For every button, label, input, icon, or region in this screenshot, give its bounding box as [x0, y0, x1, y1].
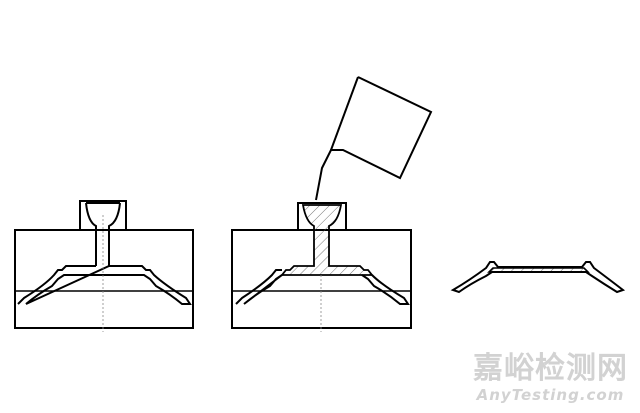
ladle-lip — [330, 76, 359, 151]
mold-empty — [14, 200, 194, 332]
molten-metal — [280, 204, 374, 276]
watermark-english: AnyTesting.com — [476, 386, 625, 404]
watermark: 嘉峪检测网 AnyTesting.com — [473, 351, 628, 405]
casting-cavity-sides — [235, 269, 410, 305]
mold-box — [14, 229, 194, 329]
casting-outline — [450, 261, 626, 294]
sprue-channel — [85, 202, 121, 266]
mold-pouring — [231, 76, 433, 332]
casting-cavity — [17, 265, 192, 305]
watermark-chinese: 嘉峪检测网 — [473, 351, 628, 386]
ladle — [315, 76, 433, 201]
casting — [450, 261, 626, 294]
